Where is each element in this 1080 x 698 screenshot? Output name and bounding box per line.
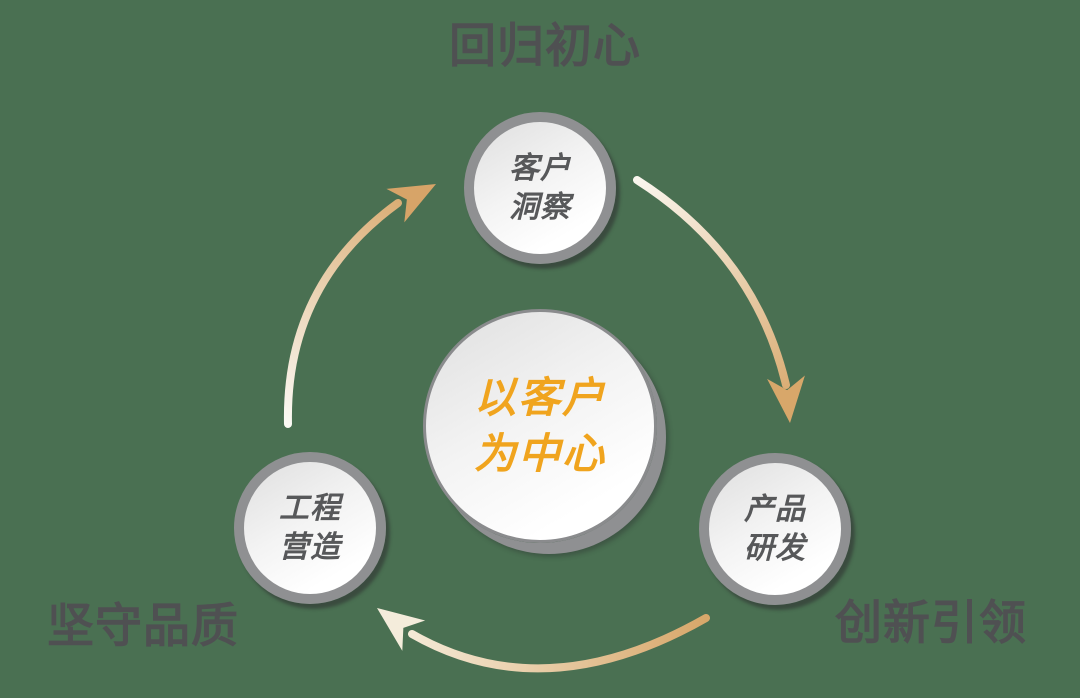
label-line: 以客户 [473, 374, 606, 421]
node-customer-insight-label: 客户 洞察 [509, 149, 571, 227]
corner-label-innovation-leads: 创新引领 [835, 598, 1027, 650]
node-customer-centric: 以客户 为中心 [423, 309, 657, 543]
corner-label-return-to-origin: 回归初心 [449, 21, 641, 73]
arrow-insight-to-rnd-shaft [633, 176, 790, 389]
label-line: 洞察 [509, 191, 571, 224]
label-line: 营造 [279, 531, 341, 564]
label-line: 研发 [744, 532, 806, 565]
label-line: 工程 [279, 492, 341, 525]
arrow-rnd-to-construction [377, 608, 710, 673]
arrow-insight-to-rnd [633, 176, 805, 423]
label-line: 为中心 [473, 430, 606, 477]
arrow-insight-to-rnd-head-icon [767, 375, 805, 423]
arrow-construction-to-insight-head-icon [386, 184, 436, 223]
node-engineering-construction-label: 工程 营造 [279, 489, 341, 567]
corner-label-uphold-quality: 坚守品质 [47, 601, 239, 653]
label-line: 客户 [509, 152, 571, 185]
node-customer-centric-label: 以客户 为中心 [474, 370, 606, 482]
node-product-rnd-label: 产品 研发 [744, 490, 806, 568]
node-customer-insight: 客户 洞察 [464, 112, 616, 264]
arrow-construction-to-insight [283, 184, 436, 428]
arrow-construction-to-insight-shaft [283, 199, 402, 428]
node-product-rnd: 产品 研发 [699, 453, 851, 605]
arrow-rnd-to-construction-head-icon [377, 608, 426, 651]
arrow-rnd-to-construction-shaft [408, 614, 710, 673]
label-line: 产品 [744, 493, 806, 526]
node-engineering-construction: 工程 营造 [234, 452, 386, 604]
